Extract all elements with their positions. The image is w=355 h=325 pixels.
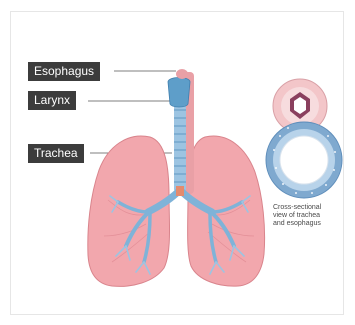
trachea-label: Trachea: [28, 144, 84, 163]
larynx-label: Larynx: [28, 91, 76, 110]
cross-section-trachea: [266, 122, 342, 198]
epiglottis: [176, 69, 188, 79]
bronchial-branch-node: [176, 186, 184, 196]
cross-section-caption: Cross-sectional view of trachea and esop…: [273, 204, 343, 228]
caption-line-2: view of trachea: [273, 212, 343, 220]
trachea: [174, 100, 186, 192]
larynx: [168, 78, 190, 108]
caption-line-3: and esophagus: [273, 220, 343, 228]
esophagus-label: Esophagus: [28, 62, 100, 81]
caption-line-1: Cross-sectional: [273, 204, 343, 212]
left-lung: [88, 136, 170, 286]
